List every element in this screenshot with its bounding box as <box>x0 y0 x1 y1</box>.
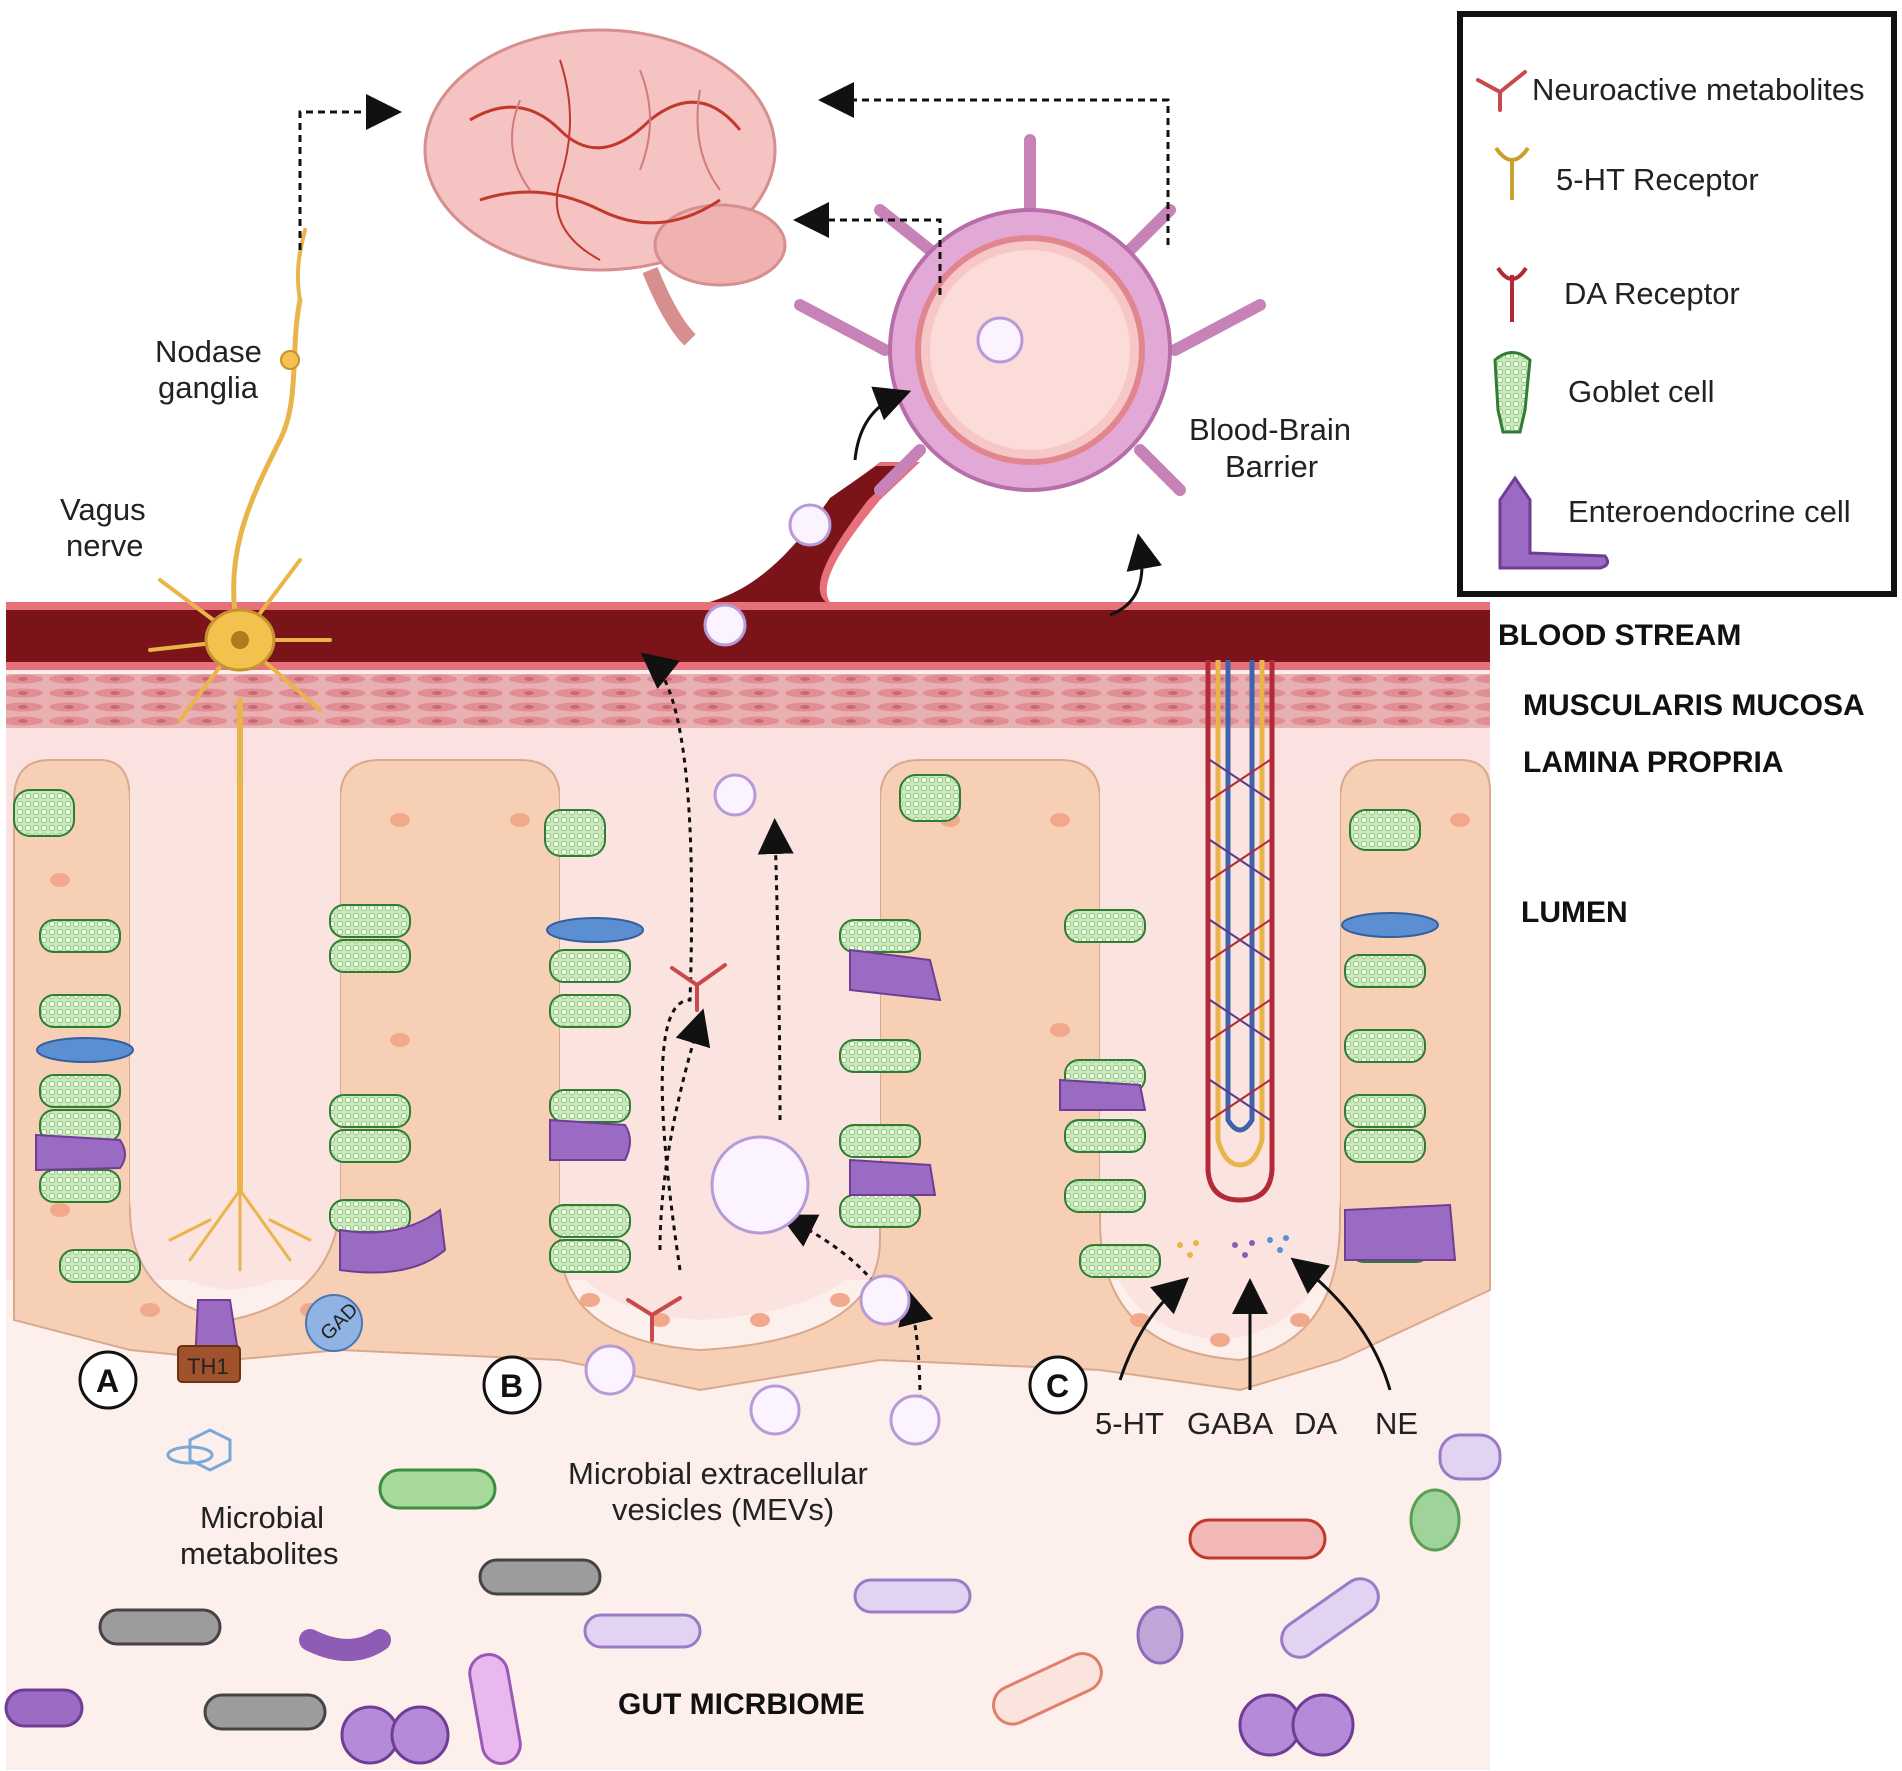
da-receptor-icon <box>1496 266 1528 322</box>
neurotransmitter-dots <box>1177 1235 1289 1258</box>
neurotransmitter-gaba: GABA <box>1187 1406 1273 1441</box>
vagus-label-line2: nerve <box>66 528 144 563</box>
villi-epithelium <box>13 759 1491 1392</box>
goblet-cell-icon <box>1493 351 1532 434</box>
muscularis-mucosa-band <box>6 674 1490 728</box>
signal-arrows <box>298 82 1392 1401</box>
layer-label-lamina: LAMINA PROPRIA <box>1523 746 1784 779</box>
legend: Neuroactive metabolites 5-HT Receptor DA… <box>1457 11 1897 597</box>
legend-label-neuroactive: Neuroactive metabolites <box>1532 72 1865 107</box>
brain <box>423 28 787 346</box>
neurotransmitter-5ht: 5-HT <box>1095 1406 1164 1441</box>
legend-label-goblet: Goblet cell <box>1568 374 1714 409</box>
gut-bacteria <box>4 1428 1502 1765</box>
microbial-metabolites-label-line1: Microbial <box>200 1500 324 1535</box>
5ht-receptor-icon <box>1494 146 1530 200</box>
nodase-ganglion <box>280 350 300 370</box>
mevs-label-line2: vesicles (MEVs) <box>612 1492 834 1527</box>
svg-text:B: B <box>500 1368 523 1404</box>
layer-label-muscularis: MUSCULARIS MUCOSA <box>1523 689 1865 722</box>
panel-marker-c: C <box>1028 1355 1088 1415</box>
enteroendocrine-cell-icon <box>1498 475 1610 570</box>
vagal-neuron-nucleus <box>231 631 249 649</box>
th1-box <box>177 1345 241 1383</box>
nodase-label-line2: ganglia <box>158 370 259 405</box>
svg-text:A: A <box>96 1363 119 1399</box>
bbb-label-line2: Barrier <box>1225 449 1318 484</box>
nodase-label-line1: Nodase <box>155 334 262 369</box>
bbb-label-line1: Blood-Brain <box>1189 412 1351 447</box>
panel-marker-b: B <box>482 1355 542 1415</box>
vagus-label-line1: Vagus <box>60 492 146 527</box>
legend-box <box>1457 11 1897 597</box>
mev-vesicles <box>584 316 1024 1446</box>
neurotransmitter-ne: NE <box>1375 1406 1418 1441</box>
neuroactive-metabolite-symbol <box>626 963 727 1342</box>
neurotransmitter-da: DA <box>1294 1406 1337 1441</box>
legend-label-5ht: 5-HT Receptor <box>1556 162 1759 197</box>
th1-label: TH1 <box>187 1354 229 1379</box>
gad-enzyme <box>305 1294 363 1352</box>
blood-brain-barrier <box>794 134 1266 496</box>
layer-label-blood-stream: BLOOD STREAM <box>1498 619 1741 652</box>
microbial-metabolites-label-line2: metabolites <box>180 1536 339 1571</box>
layer-label-lumen: LUMEN <box>1521 896 1628 929</box>
svg-text:C: C <box>1046 1368 1069 1404</box>
legend-label-enteroendocrine: Enteroendocrine cell <box>1568 494 1851 529</box>
legend-label-da: DA Receptor <box>1564 276 1740 311</box>
vagus-nerve <box>148 228 332 1272</box>
neuroactive-metabolite-icon <box>1476 70 1527 112</box>
panel-marker-a: A <box>78 1350 138 1410</box>
mevs-label-line1: Microbial extracellular <box>568 1456 868 1491</box>
layer-label-microbiome: GUT MICRBIOME <box>618 1688 865 1721</box>
blue-cells <box>36 912 1439 1063</box>
capillary-loop <box>1205 660 1275 1203</box>
